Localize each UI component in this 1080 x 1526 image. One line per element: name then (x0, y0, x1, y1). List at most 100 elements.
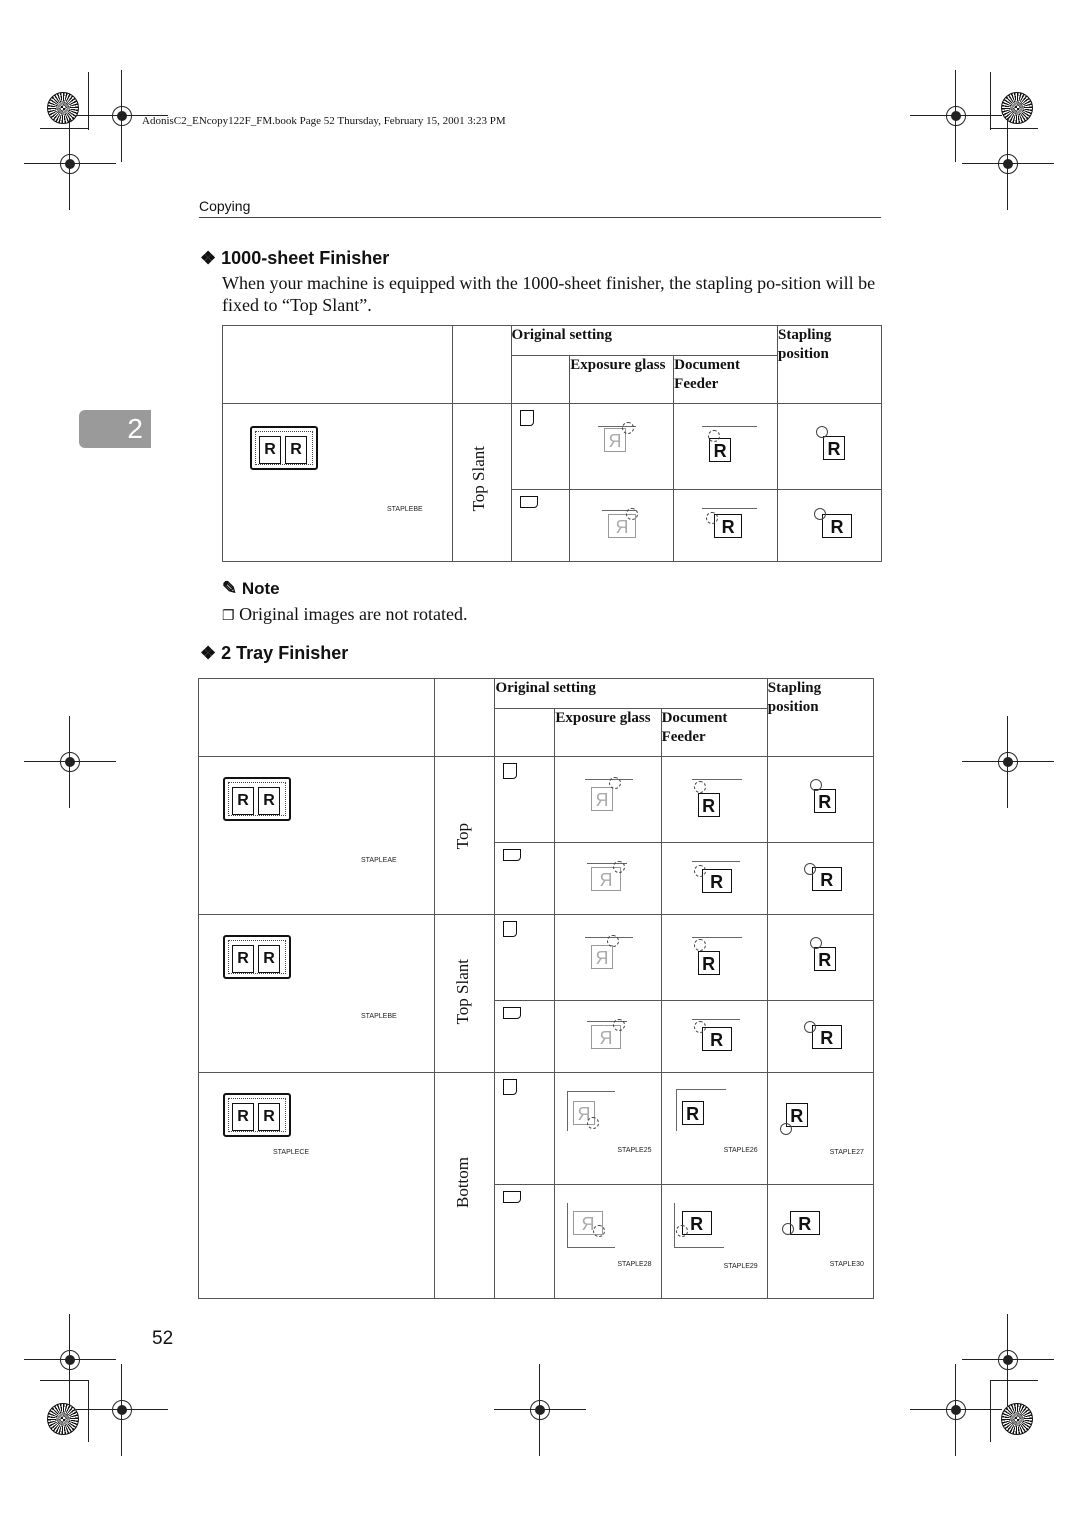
glyph-cell: R STAPLE28 (554, 1184, 662, 1299)
portrait-orientation-icon (503, 921, 518, 937)
diamond-bullet-icon: ❖ (200, 248, 217, 268)
staple-glyph-R: R (789, 1211, 820, 1235)
staple-glyph-R: R (811, 1025, 842, 1049)
panel-letter: R (258, 1103, 280, 1131)
row-label-cell: Top (433, 756, 496, 915)
figure-code: STAPLE29 (723, 1263, 758, 1270)
crop-mark (40, 1380, 88, 1381)
glyph-cell: R (660, 756, 768, 843)
glyph-cell: R (766, 1000, 875, 1073)
header-exposure-glass: Exposure glass (569, 355, 675, 404)
staple-position-icon (779, 1123, 792, 1135)
figure-code: STAPLE28 (617, 1261, 652, 1268)
diamond-bullet-icon: ❖ (200, 643, 217, 663)
staple-position-icon (693, 1021, 706, 1033)
note-item: ❐ Original images are not rotated. (222, 603, 467, 628)
panel-letter: R (232, 945, 254, 973)
orientation-cell (510, 403, 571, 490)
row-label: Top Slant (468, 446, 488, 512)
orientation-cell (494, 1000, 556, 1073)
staple-position-icon (622, 422, 635, 434)
glyph-cell: R (660, 1000, 768, 1073)
registration-sunburst-icon (1001, 1403, 1033, 1435)
section-title-2-tray: ❖ 2 Tray Finisher (200, 643, 348, 664)
glyph-cell: R (554, 914, 662, 1001)
staple-glyph-R: R (822, 514, 853, 538)
staple-glyph-R: R (709, 438, 732, 462)
registration-cross-icon (910, 70, 1002, 162)
staple-position-icon (814, 508, 827, 520)
staple-glyph-R: R (714, 514, 743, 538)
staple-glyph-R: R (823, 436, 846, 460)
registration-cross-icon (962, 118, 1054, 210)
staple-position-icon (693, 939, 706, 951)
section-1-paragraph: When your machine is equipped with the 1… (222, 273, 876, 315)
glyph-cell: R STAPLE30 (766, 1184, 875, 1299)
row-label-cell: Bottom (433, 1072, 496, 1299)
staple-glyph-R: R (681, 1101, 704, 1125)
crop-mark (88, 72, 89, 130)
glyph-cell: R STAPLE26 (660, 1072, 768, 1185)
table-corner (222, 325, 453, 404)
staple-position-icon (693, 865, 706, 877)
pencil-icon: ✎ (222, 578, 238, 598)
crop-mark (88, 1380, 89, 1442)
staple-glyph-R: R (813, 789, 836, 813)
header-stapling-position: Stapling position (777, 325, 882, 404)
checkbox-bullet-icon: ❐ (222, 609, 235, 624)
glyph-cell: R (766, 842, 875, 915)
table-corner (198, 678, 435, 757)
crop-mark (40, 128, 88, 129)
staple-position-icon (809, 779, 822, 791)
table-corner (451, 325, 512, 404)
registration-sunburst-icon (47, 92, 79, 124)
staple-position-icon (706, 512, 719, 524)
panel-display-icon: R R (250, 426, 318, 470)
figure-code: STAPLE30 (829, 1261, 864, 1268)
orientation-cell (494, 1184, 556, 1299)
staple-position-icon (626, 508, 639, 520)
panel-letter: R (258, 787, 280, 815)
header-document-feeder: Document Feeder (673, 355, 779, 404)
section-title-1000-sheet: ❖ 1000-sheet Finisher (200, 248, 389, 269)
crop-mark (990, 1380, 1038, 1381)
crop-mark (990, 1380, 991, 1442)
glyph-cell: R STAPLE27 (766, 1072, 875, 1185)
glyph-cell: R STAPLE29 (660, 1184, 768, 1299)
staple-position-icon (613, 1019, 626, 1031)
staple-glyph-R: R (811, 867, 842, 891)
staple-glyph-R: R (697, 793, 720, 817)
staple-position-icon (708, 430, 721, 442)
orientation-cell (510, 489, 571, 562)
landscape-orientation-icon (503, 1191, 522, 1203)
portrait-orientation-icon (503, 763, 518, 779)
glyph-cell: R (660, 914, 768, 1001)
staple-position-icon (809, 937, 822, 949)
landscape-orientation-icon (519, 496, 538, 508)
figure-code: STAPLE25 (617, 1147, 652, 1154)
staple-glyph-R: R (591, 787, 614, 811)
panel-letter: R (285, 436, 307, 464)
glyph-cell: R (554, 1000, 662, 1073)
page-number: 52 (152, 1328, 174, 1349)
figure-code: STAPLEAE (361, 857, 397, 864)
glyph-cell: R (673, 403, 779, 490)
portrait-orientation-icon (503, 1079, 518, 1095)
staple-position-icon (803, 863, 816, 875)
portrait-orientation-icon (519, 410, 534, 426)
glyph-cell: R (569, 403, 675, 490)
row-label-cell: Top Slant (433, 914, 496, 1073)
glyph-cell: R (673, 489, 779, 562)
glyph-cell: R (554, 756, 662, 843)
table-corner (433, 678, 496, 757)
glyph-cell: R (569, 489, 675, 562)
registration-cross-icon (962, 1314, 1054, 1406)
header-rule (199, 217, 881, 218)
panel-display-icon: R R (223, 777, 291, 821)
glyph-cell: R (777, 403, 882, 490)
section-title-text: 1000-sheet Finisher (221, 248, 390, 268)
registration-cross-icon (76, 70, 168, 162)
staple-position-icon (781, 1223, 794, 1235)
registration-cross-icon (910, 1364, 1002, 1456)
panel-display-icon: R R (223, 1093, 291, 1137)
